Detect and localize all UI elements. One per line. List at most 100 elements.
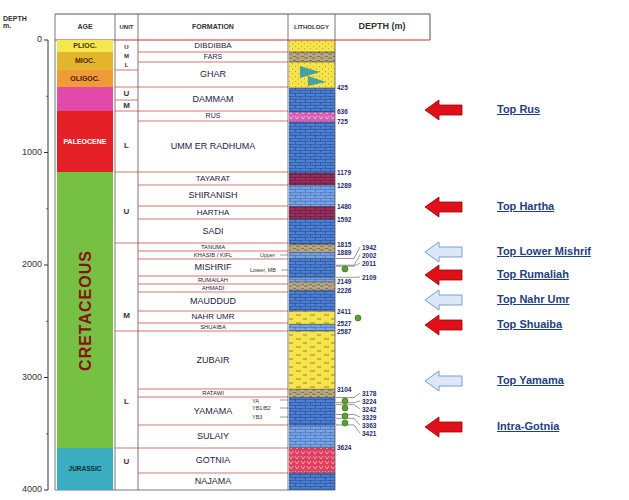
marker-label: Top Rus	[497, 104, 540, 116]
marker-label: Top Yamama	[497, 375, 564, 387]
formation-band: SHUAIBA	[139, 324, 287, 331]
unit-letter: M	[123, 312, 130, 321]
unit-letter: L	[124, 398, 129, 407]
depth-value: 2109	[362, 274, 376, 281]
column-header: DEPTH (m)	[359, 22, 406, 32]
column-header: FORMATION	[192, 23, 234, 31]
marker-label: Top Yamama	[497, 375, 564, 387]
formation-band: TAYARAT	[139, 173, 287, 185]
unit-letter: M	[124, 53, 129, 60]
formation-name: YAMAMA	[194, 406, 232, 416]
depth-value: 2527	[337, 320, 351, 327]
formation-band: NAHR UMR	[139, 312, 287, 323]
depth-value: 1942	[362, 244, 376, 251]
column-header: FORMATION	[192, 23, 234, 31]
depth-tick: 0	[37, 35, 42, 45]
column-header: UNIT	[120, 24, 134, 31]
age-name: JURASSIC	[69, 465, 102, 473]
member-label: Upper	[260, 252, 275, 258]
age-band: PALEOCENE	[57, 111, 113, 172]
formation-name: KHASIB / KIFL	[194, 252, 233, 258]
formation-band: RATAWI	[139, 390, 287, 397]
formation-band: DIBDIBBA	[139, 41, 287, 52]
depth-value: 2527	[337, 320, 351, 327]
unit-letter: U	[124, 44, 128, 51]
formation-name: UMM ER RADHUMA	[171, 141, 256, 151]
depth-value: 2411	[337, 308, 351, 315]
formation-band: FARS	[139, 53, 287, 62]
depth-value: 1815	[337, 241, 351, 248]
depth-value: 2109	[362, 274, 376, 281]
age-band: CRETACEOUS	[57, 172, 113, 448]
age-band: MIOC.	[57, 52, 113, 70]
depth-value: 3624	[337, 444, 351, 451]
marker-label: Top Rus	[497, 104, 540, 116]
depth-value: 725	[337, 118, 348, 125]
formation-name: RUS	[206, 112, 221, 120]
age-name: MIOC.	[75, 57, 95, 65]
formation-name: SULAIY	[197, 431, 229, 441]
depth-tick: 2000	[22, 260, 42, 270]
formation-name: ZUBAIR	[196, 355, 229, 365]
member-label: YB1/B2	[252, 405, 271, 411]
depth-value: 2002	[362, 252, 376, 259]
depth-value: 3421	[362, 430, 376, 437]
depth-tick: 4000	[22, 485, 42, 495]
unit-letter: U	[124, 208, 130, 217]
unit-letter: M	[123, 312, 130, 321]
formation-band: GHAR	[139, 63, 287, 87]
formation-name: GHAR	[200, 69, 226, 79]
unit-letter: U	[124, 208, 130, 217]
unit-letter: U	[124, 458, 130, 467]
depth-value: 425	[337, 84, 348, 91]
unit-letter: M	[123, 102, 130, 111]
marker-label: Top Nahr Umr	[497, 294, 570, 306]
depth-value: 1889	[337, 249, 351, 256]
depth-value: 2587	[337, 328, 351, 335]
formation-band: DAMMAM	[139, 88, 287, 111]
formation-name: MAUDDUD	[190, 296, 236, 306]
formation-name: SADI	[202, 226, 223, 236]
formation-name: TAYARAT	[196, 174, 231, 183]
formation-name: RUMAILAH	[198, 277, 228, 283]
formation-band: ZUBAIR	[139, 332, 287, 389]
depth-tick: 4000	[22, 485, 42, 495]
age-name: PLIOC.	[73, 42, 96, 50]
depth-value: 2149	[337, 278, 351, 285]
column-header: UNIT	[120, 24, 134, 31]
formation-band: UMM ER RADHUMA	[139, 122, 287, 172]
age-band: JURASSIC	[57, 448, 113, 490]
depth-value: 3363	[362, 422, 376, 429]
unit-letter: M	[124, 53, 129, 60]
unit-letter: U	[124, 44, 128, 51]
age-band: OLIGOC.	[57, 70, 113, 87]
axis-title: DEPTH m.	[3, 15, 31, 30]
depth-value: 3178	[362, 390, 376, 397]
depth-value: 1815	[337, 241, 351, 248]
depth-value: 3178	[362, 390, 376, 397]
depth-value: 636	[337, 108, 348, 115]
depth-value: 3421	[362, 430, 376, 437]
formation-name: GOTNIA	[196, 455, 231, 465]
formation-band: MAUDDUD	[139, 293, 287, 311]
axis-title: DEPTH m.	[3, 15, 31, 30]
formation-band: SHIRANISH	[139, 186, 287, 206]
depth-value: 3242	[362, 406, 376, 413]
member-label: Upper	[260, 252, 275, 258]
depth-value: 2226	[337, 287, 351, 294]
marker-label: Top Rumaliah	[497, 269, 569, 281]
formation-band: SADI	[139, 220, 287, 243]
depth-value: 2011	[362, 260, 376, 267]
member-label: YB1/B2	[252, 405, 271, 411]
depth-tick: 1000	[22, 148, 42, 158]
formation-band: GOTNIA	[139, 449, 287, 473]
unit-letter: U	[124, 90, 130, 99]
depth-value: 2226	[337, 287, 351, 294]
depth-value: 3104	[337, 386, 351, 393]
depth-value: 425	[337, 84, 348, 91]
depth-tick: 1000	[22, 148, 42, 158]
member-label: YA	[252, 398, 259, 404]
depth-value: 1289	[337, 182, 351, 189]
column-header: LITHOLOGY	[294, 24, 329, 31]
